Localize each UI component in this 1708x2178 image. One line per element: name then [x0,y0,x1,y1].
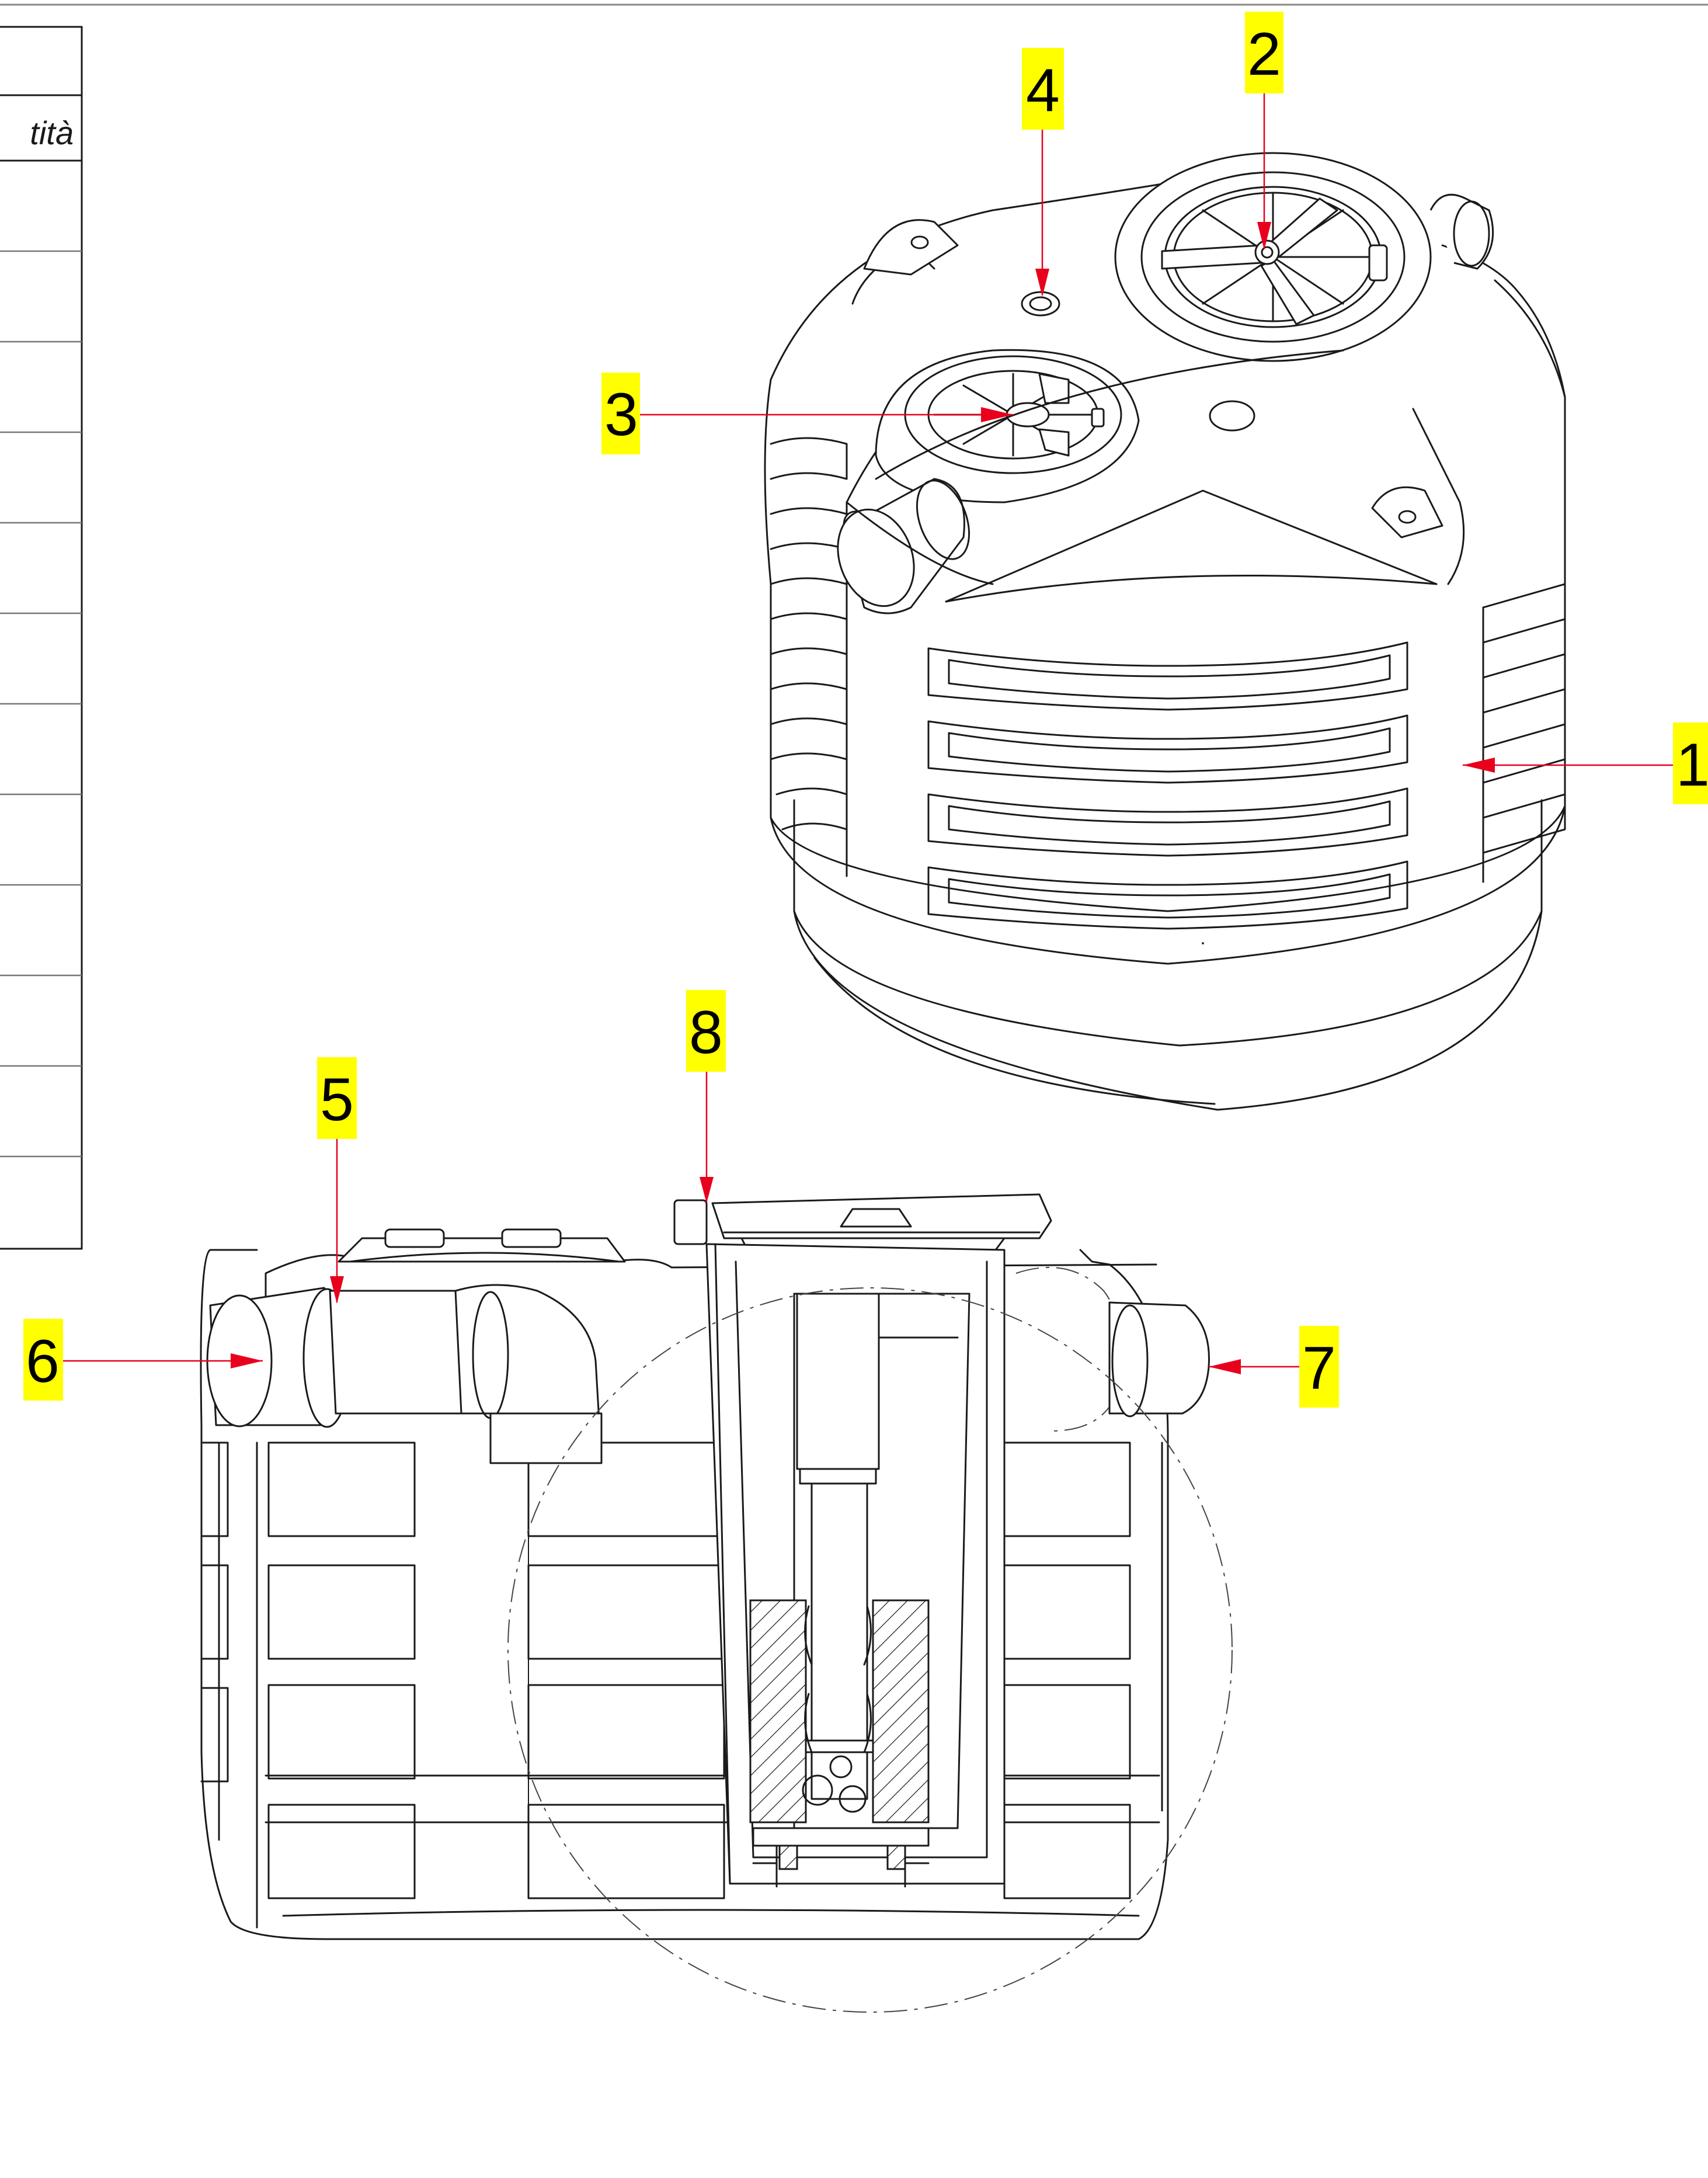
section-pockets-middle [527,1441,725,1899]
callout-8: 8 [686,990,726,1072]
svg-text:2: 2 [1247,20,1281,88]
breather-cap [1021,291,1060,317]
section-wall-ribs-left [200,1441,229,1783]
svg-text:7: 7 [1302,1335,1336,1402]
callout-4: 4 [1022,48,1064,130]
svg-text:4: 4 [1026,57,1060,124]
filter-media-right [872,1599,930,1823]
callout-1: 1 [1673,722,1708,804]
table-rows [0,250,82,1158]
svg-text:5: 5 [320,1066,354,1134]
filter-basket [705,1243,1006,1888]
detail-circle [507,1287,1233,2013]
svg-text:6: 6 [26,1328,60,1395]
vent-hole [1209,400,1255,432]
tank-isometric-view [764,152,1566,1111]
svg-text:3: 3 [604,381,638,449]
svg-text:1: 1 [1676,731,1708,799]
lifting-lug-left [863,219,959,276]
callout-5: 5 [317,1057,357,1139]
tank-side-ribs-right [1482,583,1566,883]
section-small-cover [338,1228,626,1263]
tank-section-view [200,1193,1233,2013]
main-inspection-cover [1114,152,1432,362]
filter-media-left [749,1599,807,1823]
callout-2: 2 [1245,12,1283,93]
secondary-inspection-cover [875,349,1140,503]
tank-front-panels [846,501,1408,930]
pipe-stub-left [837,478,970,614]
svg-text:8: 8 [689,999,723,1067]
callout-labels: 1 2 3 4 5 6 7 8 [23,12,1708,1408]
parts-table: tità [0,26,83,1250]
inlet-pipe [206,1284,603,1464]
callout-3: 3 [601,373,640,454]
section-pockets-right [1003,1441,1131,1899]
callout-6: 6 [23,1319,63,1401]
section-pockets-left [267,1441,416,1899]
callout-leaders [63,93,1673,1374]
callout-7: 7 [1299,1326,1339,1408]
table-header-quantity: tità [30,114,74,151]
tank-side-ribs-left [770,437,848,831]
